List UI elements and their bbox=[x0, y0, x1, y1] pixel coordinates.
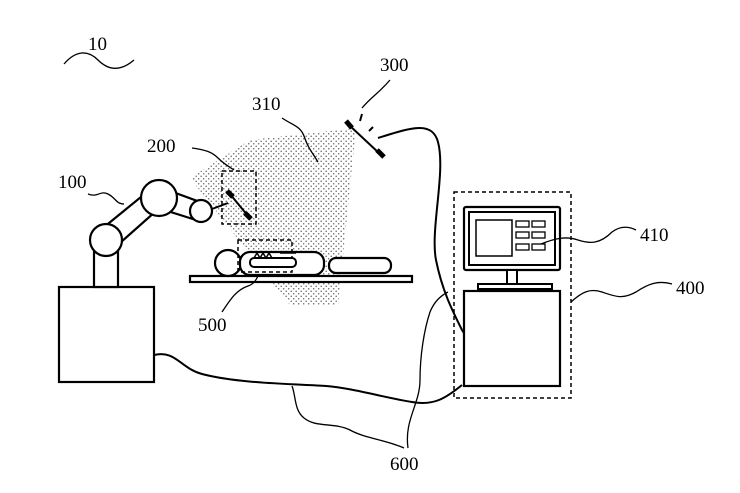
camera-label: 300 bbox=[380, 55, 409, 76]
control-cabinet bbox=[462, 289, 562, 388]
camera-device bbox=[344, 113, 386, 159]
robot-cable bbox=[153, 353, 463, 404]
controller-label: 400 bbox=[676, 278, 705, 299]
field-of-view-label: 310 bbox=[252, 94, 281, 115]
controller-leader bbox=[570, 281, 673, 303]
camera-leader bbox=[361, 79, 391, 109]
robot-leader bbox=[87, 192, 125, 205]
cables-leader-right bbox=[406, 291, 449, 449]
field-of-view-region-upper bbox=[190, 128, 356, 178]
system-leader-line bbox=[63, 52, 135, 69]
target-tool bbox=[249, 251, 297, 268]
robot-base bbox=[57, 285, 156, 384]
instrument-label: 200 bbox=[147, 136, 176, 157]
cables-leader-left bbox=[291, 385, 405, 449]
target-label: 500 bbox=[198, 315, 227, 336]
instrument-bounding-box bbox=[221, 170, 257, 225]
system-label-group: 10 bbox=[63, 34, 135, 69]
cables-label: 600 bbox=[390, 454, 419, 475]
robot-joint-base bbox=[88, 222, 124, 258]
patient bbox=[213, 248, 393, 278]
instrument-leader bbox=[191, 147, 235, 171]
robot-column bbox=[92, 250, 120, 289]
robot-label: 100 bbox=[58, 172, 87, 193]
robot-joint-wrist bbox=[188, 198, 214, 224]
screen-label: 410 bbox=[640, 225, 669, 246]
robot-joint-elbow bbox=[139, 178, 179, 218]
system-label: 10 bbox=[88, 34, 107, 55]
target-bounding-box bbox=[237, 239, 293, 273]
instrument-camera bbox=[211, 189, 253, 221]
field-of-view-leader bbox=[281, 117, 319, 163]
screen-leader bbox=[540, 226, 637, 245]
target-leader bbox=[221, 275, 259, 313]
monitor bbox=[462, 205, 562, 290]
operating-table bbox=[188, 274, 414, 284]
controller-bounding-box bbox=[453, 191, 572, 399]
